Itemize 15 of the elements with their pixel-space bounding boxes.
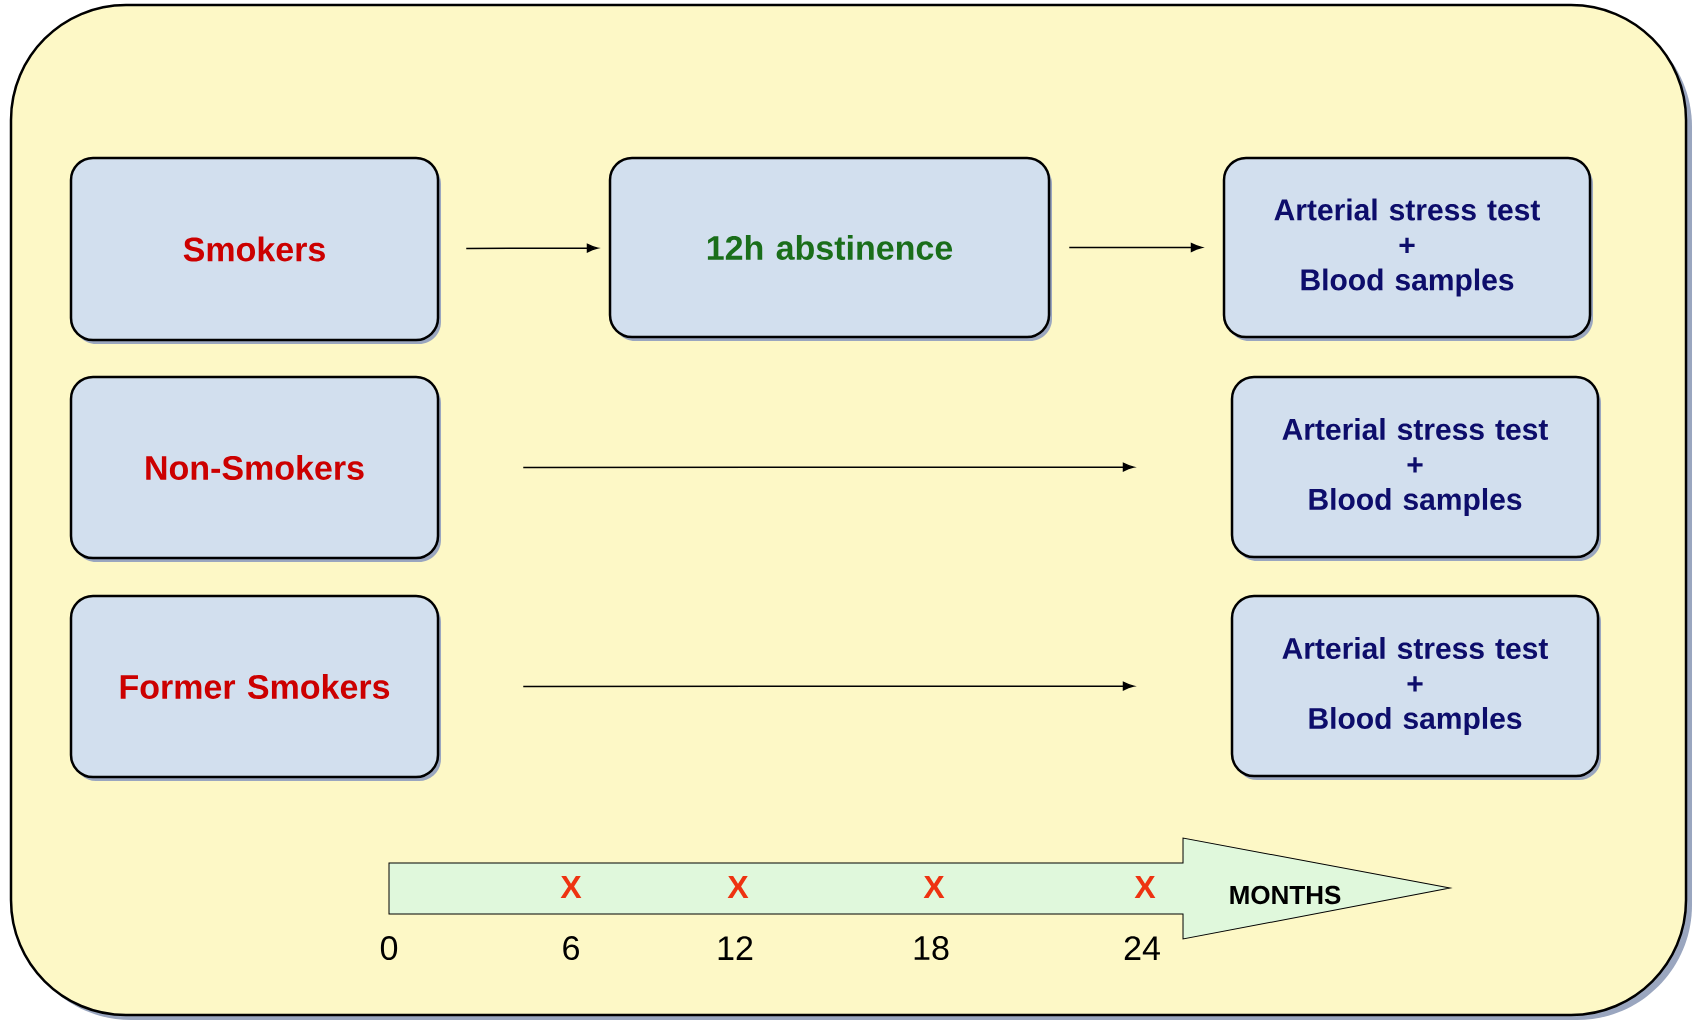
arrow: [465, 243, 599, 253]
cross-mark: X: [560, 876, 582, 898]
arrow: [1068, 243, 1203, 252]
process-box: Arterial stress test + Blood samples: [1230, 594, 1601, 780]
process-box: Arterial stress test + Blood samples: [1222, 156, 1593, 341]
arrow: [522, 681, 1135, 691]
cross-mark: X: [1134, 876, 1156, 898]
process-box: Non-Smokers: [69, 375, 441, 562]
process-box: Former Smokers: [69, 594, 441, 781]
process-box: 12h abstinence: [608, 156, 1052, 341]
cross-mark: X: [727, 876, 749, 898]
cross-mark: X: [923, 876, 945, 898]
arrow: [522, 462, 1135, 472]
process-box: Smokers: [69, 156, 441, 344]
process-box: Arterial stress test + Blood samples: [1230, 375, 1601, 561]
